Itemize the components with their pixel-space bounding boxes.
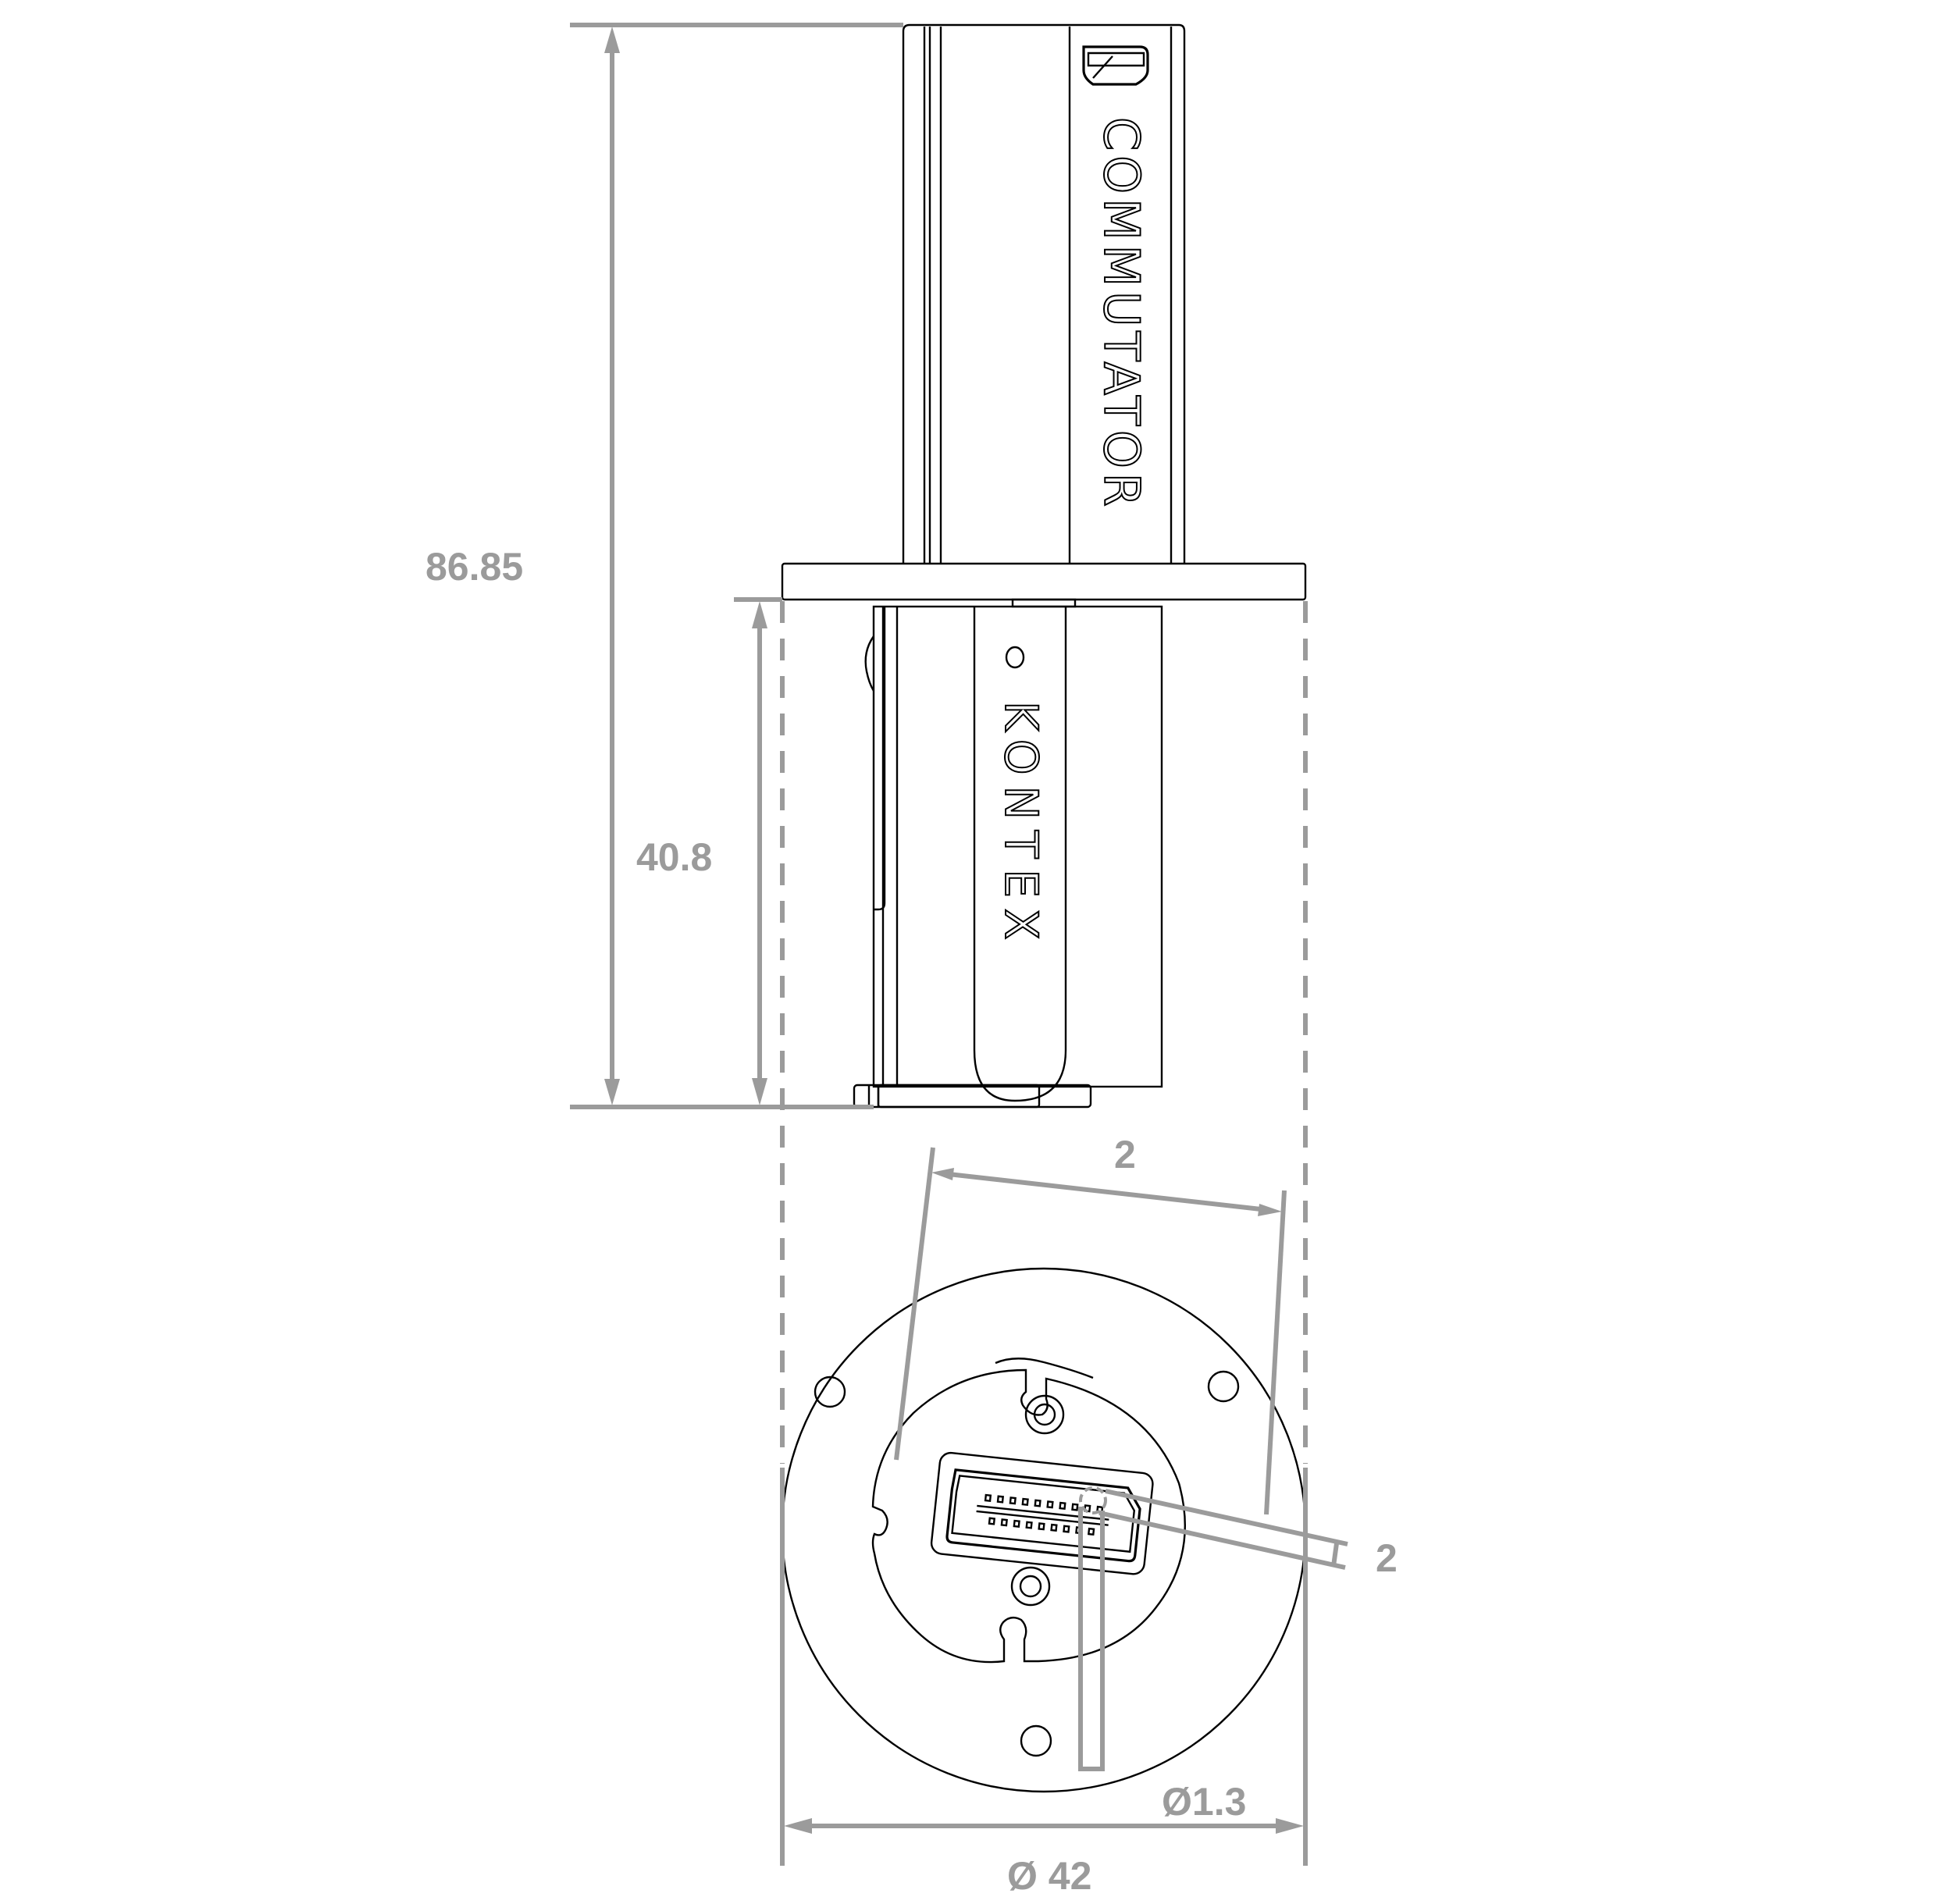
mounting-hole <box>814 1376 846 1408</box>
lower-body: KONTEX <box>864 605 1163 1102</box>
dimension-pin-hole: Ø1.3 <box>1078 1507 1246 1824</box>
side-view: COMMUTATOR KONTEX <box>781 23 1307 1109</box>
hdmi-pins <box>984 1493 1104 1536</box>
dimension-overall-height: 86.85 <box>425 23 903 1109</box>
bottom-flange <box>853 1084 1092 1109</box>
dimension-lower-height: 40.8 <box>636 597 782 1105</box>
mounting-hole <box>1207 1370 1240 1403</box>
upper-body: COMMUTATOR <box>902 23 1186 564</box>
pin-hole <box>1079 1486 1107 1514</box>
dimension-flange-diameter: Ø 42 <box>780 1468 1308 1898</box>
flange-diameter-label: Ø 42 <box>1007 1854 1091 1898</box>
upper-flange <box>781 562 1307 601</box>
inner-plate <box>871 1368 1186 1664</box>
end-view <box>781 1267 1307 1793</box>
overall-height-label: 86.85 <box>425 545 523 589</box>
hdmi-port-icon <box>1082 45 1149 86</box>
pin-hole-diameter-label: Ø1.3 <box>1162 1780 1246 1824</box>
mounting-hole <box>1020 1724 1052 1757</box>
kontex-marking: KONTEX <box>995 701 1048 951</box>
commutator-marking: COMMUTATOR <box>1093 117 1150 511</box>
hdmi-receptacle <box>930 1451 1154 1575</box>
lower-height-label: 40.8 <box>636 835 712 879</box>
dimension-slot-width-top: 2 <box>894 1133 1287 1515</box>
slot-width-top-label: 2 <box>1114 1133 1136 1176</box>
slot-width-side-label: 2 <box>1376 1536 1398 1580</box>
